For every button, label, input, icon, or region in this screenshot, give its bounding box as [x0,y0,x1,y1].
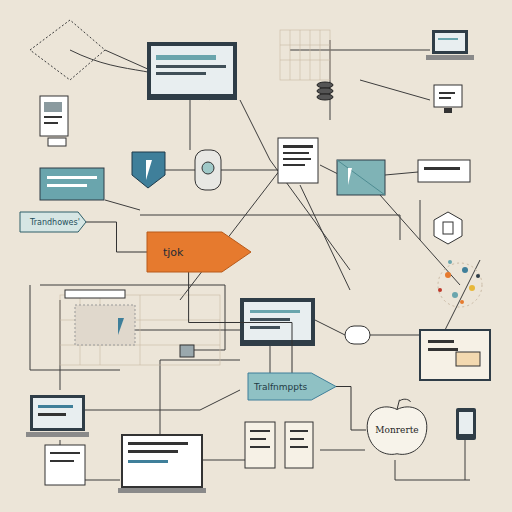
document-icon [45,445,85,485]
monitor-icon [434,85,462,113]
label-apple: Monrerte [366,403,428,457]
plug-icon [180,345,194,357]
node-text: Tralfnmppts [254,382,307,392]
shield-icon [132,152,165,188]
document-icon [420,330,490,380]
label-arrow: Tralfnmppts [248,373,336,400]
device-icon [195,150,221,190]
connector [189,272,292,373]
laptop-icon [26,395,89,437]
folder-icon [337,160,385,195]
toggle-icon [345,326,370,344]
node-text: Monrerte [375,425,418,435]
monitor-icon [118,435,206,493]
label-tab: Trandhowes' [20,212,86,232]
panel-icon [40,168,104,200]
document-icon [278,138,318,183]
node-text: Trandhowes' [30,218,80,227]
dot-cluster [438,260,482,307]
laptop-icon [426,30,474,60]
connector [336,387,366,431]
network-lines [30,20,480,480]
label-arrow: tjok [147,232,251,272]
tablet-icon [456,408,476,440]
panel-icon [65,290,135,345]
card-icon [418,160,470,182]
document-icon [245,422,313,468]
monitor-icon [147,42,237,100]
arrow-outline [147,232,251,272]
connector [86,222,147,252]
hexagon-icon [434,212,462,244]
database-icon [317,82,333,100]
document-icon [40,96,68,146]
node-text: tjok [163,246,183,259]
